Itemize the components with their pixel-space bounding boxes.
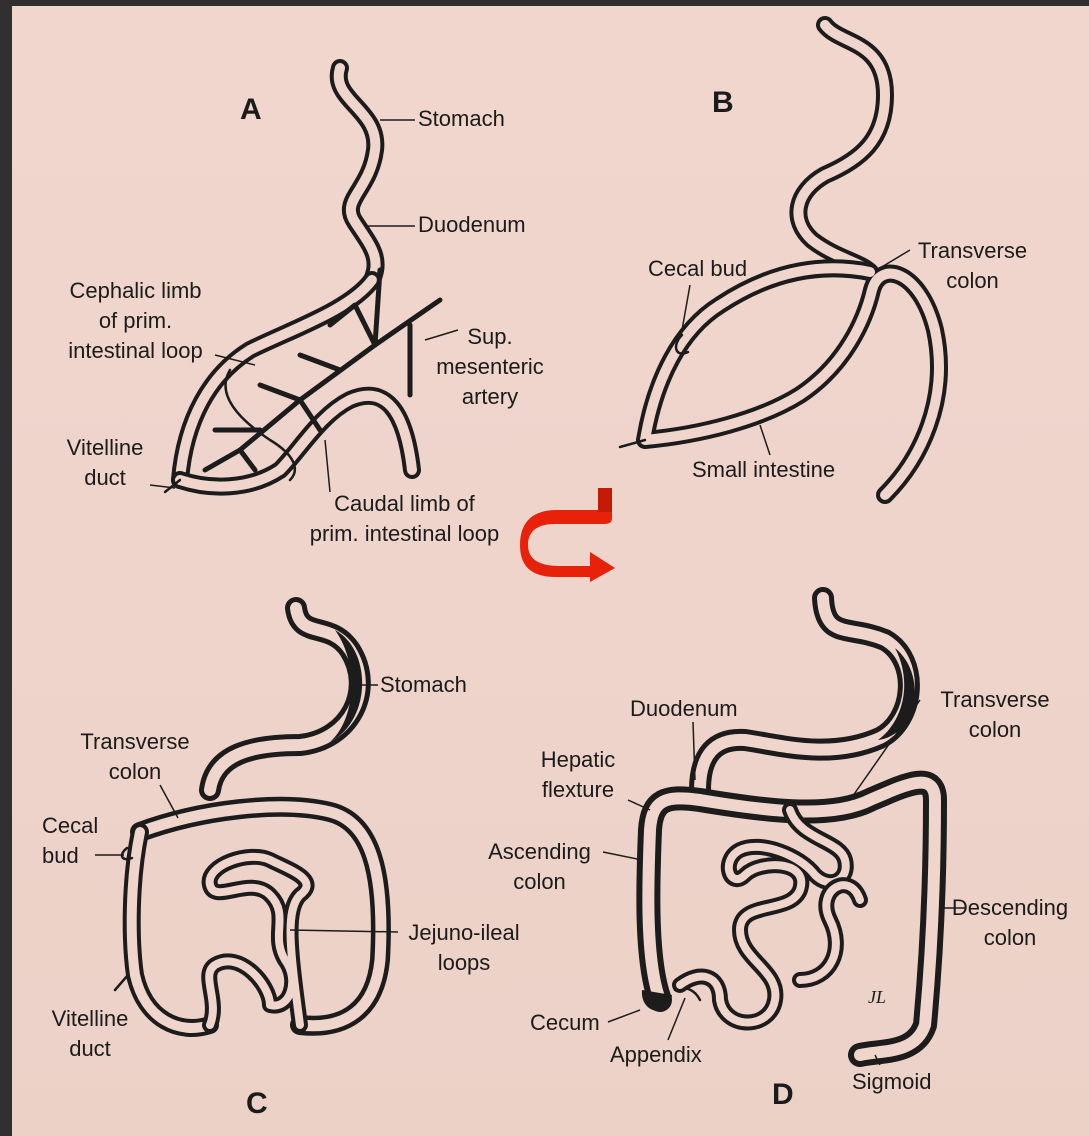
panel-d-letter: D xyxy=(772,1078,794,1112)
panel-c-label-jejuno-ileal-loops: Jejuno-ileal loops xyxy=(394,918,534,978)
panel-c-label-stomach: Stomach xyxy=(380,670,467,700)
panel-c-label-vitelline-duct: Vitelline duct xyxy=(40,1004,140,1064)
panel-a-label-duodenum: Duodenum xyxy=(418,210,526,240)
panel-a-caudal-limb xyxy=(180,396,412,487)
panel-d-label-cecum: Cecum xyxy=(530,1008,600,1038)
panel-a-label-sup-mesenteric-artery: Sup. mesenteric artery xyxy=(420,322,560,412)
panel-a-label-vitelline-duct: Vitelline duct xyxy=(60,433,150,493)
panel-d-label-hepatic-flexture: Hepatic flexture xyxy=(518,745,638,805)
panel-c-drawing xyxy=(115,608,381,1028)
panel-b-letter: B xyxy=(712,86,734,120)
panel-d-initials: JL xyxy=(868,987,886,1007)
panel-b-label-small-intestine: Small intestine xyxy=(692,455,835,485)
panel-c-label-cecal-bud: Cecal bud xyxy=(42,811,98,871)
panel-a-label-stomach: Stomach xyxy=(418,104,505,134)
panel-d-label-transverse-colon: Transverse colon xyxy=(920,685,1070,745)
panel-c-letter: C xyxy=(246,1087,268,1121)
panel-d-label-sigmoid: Sigmoid xyxy=(852,1067,931,1097)
panel-c-vitelline-duct xyxy=(115,975,128,990)
panel-d-label-descending-colon: Descending colon xyxy=(940,893,1080,953)
panel-d-label-duodenum: Duodenum xyxy=(630,694,738,724)
panel-a-label-cephalic-limb: Cephalic limb of prim. intestinal loop xyxy=(48,276,223,366)
panel-a-label-caudal-limb: Caudal limb of prim. intestinal loop xyxy=(282,489,527,549)
panel-d-label-appendix: Appendix xyxy=(610,1040,702,1070)
panel-b-label-transverse-colon: Transverse colon xyxy=(900,236,1045,296)
panel-d-drawing xyxy=(642,598,935,1055)
panel-c-label-transverse-colon: Transverse colon xyxy=(60,727,210,787)
panel-d-label-ascending-colon: Ascending colon xyxy=(472,837,607,897)
panel-a-letter: A xyxy=(240,93,262,127)
panel-b-label-cecal-bud: Cecal bud xyxy=(648,254,747,284)
curved-rotation-arrow-icon xyxy=(520,488,615,582)
